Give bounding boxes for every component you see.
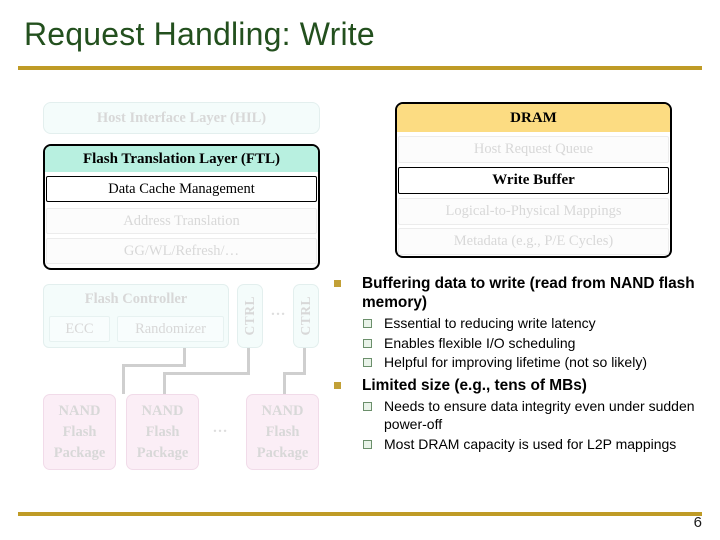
bullet-level2: Most DRAM capacity is used for L2P mappi… [330,435,716,454]
nand-ellipsis: … [212,420,228,436]
bullet-text: Limited size (e.g., tens of MBs) [362,376,587,394]
bullet-level2: Needs to ensure data integrity even unde… [330,397,716,434]
connector-wire [283,372,286,394]
bullet-square-icon [334,280,341,287]
nand-line-1: NAND [58,402,101,419]
bullet-square-icon [334,381,341,389]
bullet-text: Buffering data to write (read from NAND … [362,275,695,311]
dram-row-host-request-queue: Host Request Queue [398,136,669,163]
bullet-level1: Limited size (e.g., tens of MBs) [330,376,716,395]
randomizer-box: Randomizer [117,316,224,342]
nand-flash-package-3: NAND Flash Package [246,394,319,470]
bullet-text: Helpful for improving lifetime (not so l… [384,354,647,370]
nand-flash-package-1: NAND Flash Package [43,394,116,470]
nand-flash-package-2: NAND Flash Package [126,394,199,470]
ecc-box: ECC [49,316,110,342]
bullet-hollow-square-icon [363,439,372,449]
connector-wire [122,364,125,394]
page-number: 6 [693,514,702,531]
nand-line-2: Flash [62,423,97,440]
bullet-hollow-square-icon [363,401,372,411]
connector-wire [303,348,306,375]
nand-line-1: NAND [261,402,304,419]
bullet-text: Needs to ensure data integrity even unde… [384,397,695,433]
nand-line-2: Flash [145,423,180,440]
flash-controller-title: Flash Controller [84,290,188,307]
bullet-text: Enables flexible I/O scheduling [384,334,576,351]
bullet-list: Buffering data to write (read from NAND … [330,274,716,454]
ftl-row-gg-wl-refresh: GG/WL/Refresh/… [46,238,317,264]
dram-row-write-buffer: Write Buffer [398,167,669,194]
footer-divider [18,512,702,516]
title-divider [18,66,702,70]
connector-wire [247,348,250,375]
bullet-level1: Buffering data to write (read from NAND … [330,274,716,312]
nand-line-1: NAND [141,402,184,419]
controller-label: CTRL [242,296,257,336]
bullet-level2: Enables flexible I/O scheduling [330,334,716,353]
controller-box-2: CTRL [293,284,319,348]
bullet-text: Essential to reducing write latency [384,315,596,331]
nand-line-3: Package [256,444,309,461]
connector-wire [122,364,186,367]
nand-line-3: Package [53,444,106,461]
bullet-hollow-square-icon [363,338,372,348]
host-interface-layer-box: Host Interface Layer (HIL) [43,102,320,134]
ftl-row-data-cache-management: Data Cache Management [46,176,317,202]
nand-line-2: Flash [265,423,300,440]
connector-wire [283,372,306,375]
controller-label: CTRL [298,296,313,336]
ftl-row-address-translation: Address Translation [46,208,317,234]
controller-ellipsis: … [270,302,286,319]
dram-header: DRAM [397,104,670,132]
ftl-header: Flash Translation Layer (FTL) [45,146,318,172]
page-title: Request Handling: Write [24,16,375,52]
dram-row-metadata: Metadata (e.g., P/E Cycles) [398,228,669,255]
controller-box-1: CTRL [237,284,263,348]
bullet-text: Most DRAM capacity is used for L2P mappi… [384,435,677,452]
bullet-hollow-square-icon [363,319,372,328]
connector-wire [183,348,186,367]
connector-wire [163,372,250,375]
connector-wire [163,372,166,394]
bullet-level2: Helpful for improving lifetime (not so l… [330,353,716,372]
dram-row-logical-to-physical-mappings: Logical-to-Physical Mappings [398,198,669,225]
nand-line-3: Package [136,444,189,461]
bullet-level2: Essential to reducing write latency [330,314,716,333]
bullet-hollow-square-icon [363,358,372,367]
